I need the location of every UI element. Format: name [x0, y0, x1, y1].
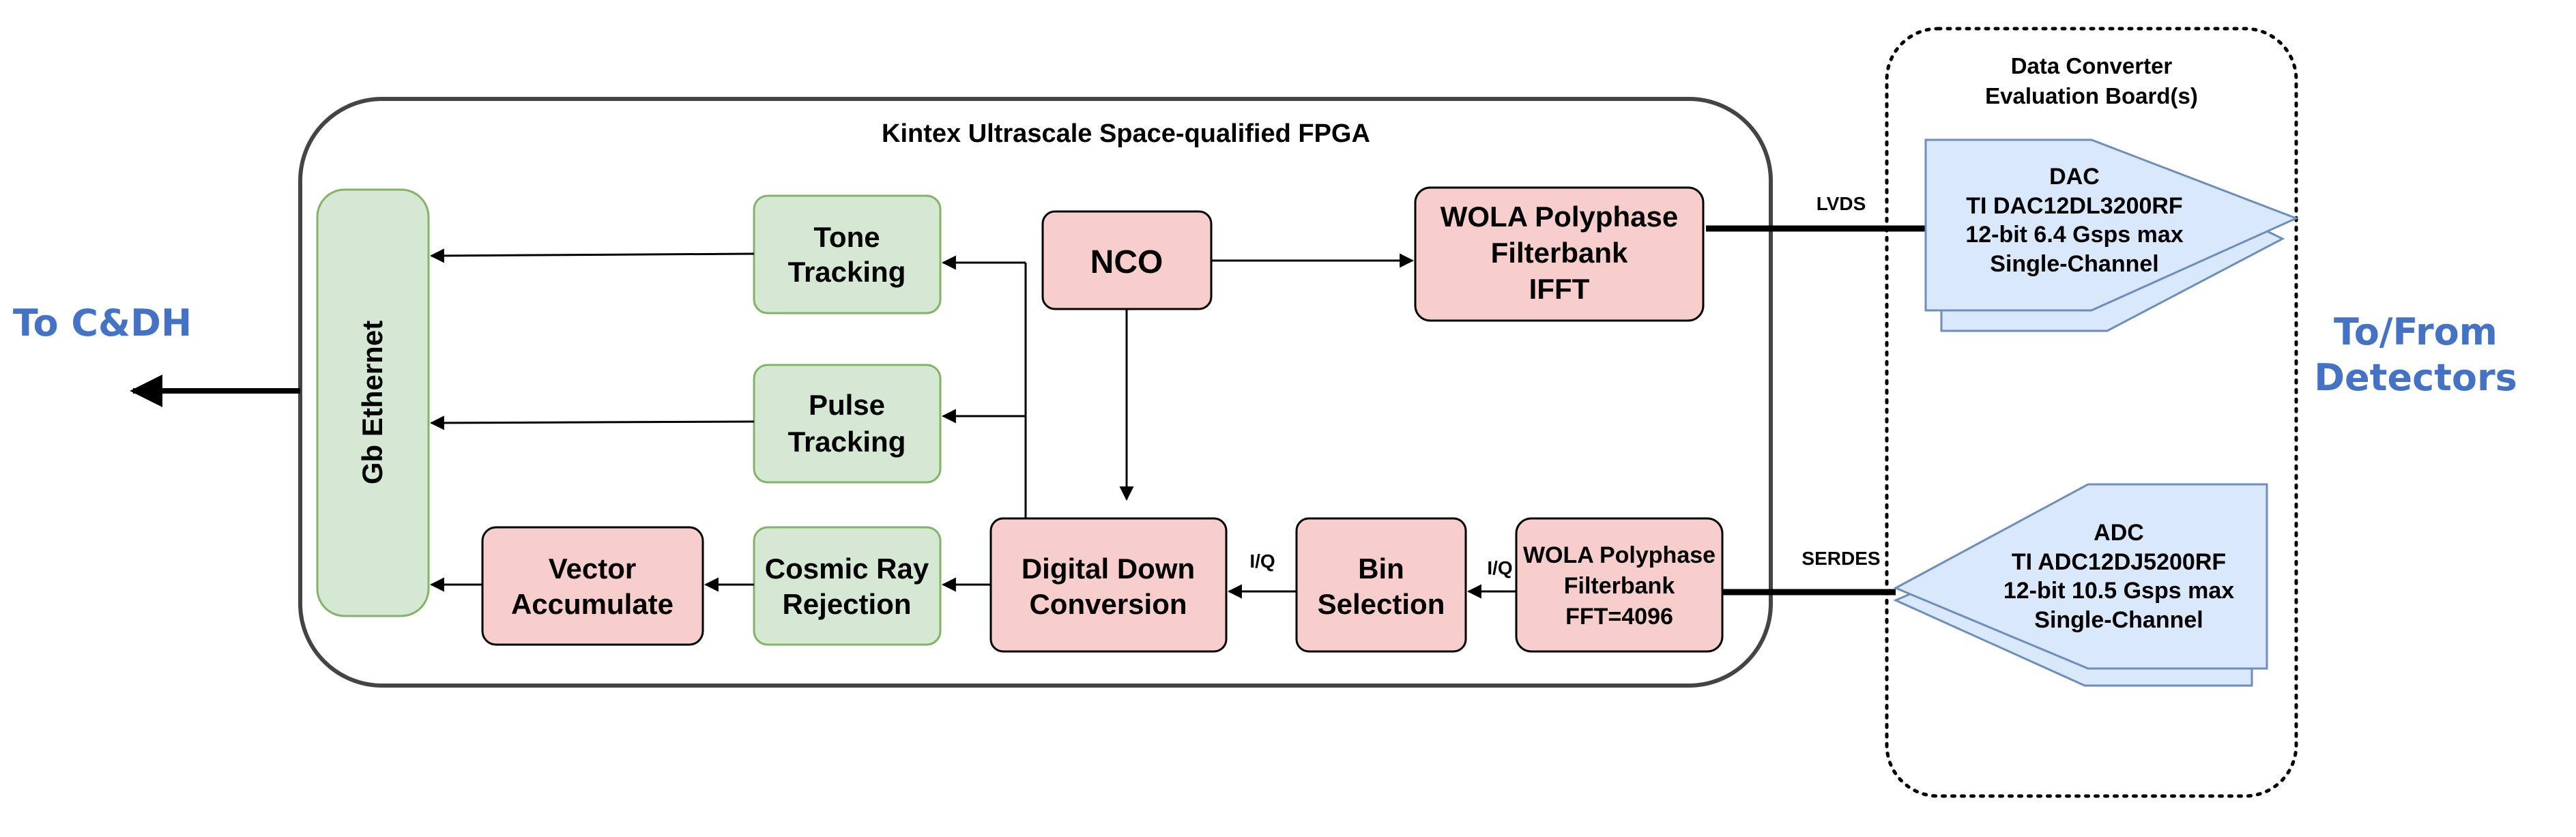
vector-accumulate-line2: Accumulate — [511, 588, 674, 620]
arrow-pulse-to-ethernet — [429, 415, 755, 430]
wola-ifft-block — [1414, 186, 1705, 322]
vector-accumulate-block — [481, 526, 704, 646]
ddc-line2: Conversion — [1029, 588, 1187, 620]
adc-line3: 12-bit 10.5 Gsps max — [2003, 578, 2234, 604]
iq-label-bin: I/Q — [1487, 557, 1512, 578]
adc-line4: Single-Channel — [2034, 607, 2203, 633]
dac-line3: 12-bit 6.4 Gsps max — [1965, 222, 2183, 248]
adc-line1: ADC — [2094, 520, 2144, 546]
bin-selection-line1: Bin — [1358, 553, 1404, 585]
iq-label-ddc: I/Q — [1249, 550, 1275, 572]
wola-ifft-line3: IFFT — [1529, 273, 1590, 305]
wola-fft-line3: FFT=4096 — [1565, 604, 1673, 630]
lvds-label: LVDS — [1817, 193, 1866, 214]
dcb-title-line1: Data Converter — [2011, 53, 2173, 78]
wola-ifft-line2: Filterbank — [1491, 237, 1628, 269]
wola-fft-block — [1515, 517, 1724, 653]
ddc-block — [989, 517, 1228, 653]
vector-accumulate-line1: Vector — [549, 553, 636, 585]
cosmic-ray-rejection-block — [753, 526, 942, 646]
serdes-label: SERDES — [1801, 548, 1880, 569]
dac-shape-front — [1924, 138, 2299, 312]
cosmic-ray-rejection-line1: Cosmic Ray — [765, 553, 929, 585]
dcb-container — [1885, 27, 2298, 798]
cosmic-ray-rejection-line2: Rejection — [782, 588, 911, 620]
tone-tracking-line1: Tone — [813, 221, 880, 253]
dac-line4: Single-Channel — [1990, 251, 2158, 277]
adc-line2: TI ADC12DJ5200RF — [2012, 549, 2226, 575]
ddc-line1: Digital Down — [1022, 553, 1195, 585]
dac-line2: TI DAC12DL3200RF — [1966, 193, 2182, 219]
wola-ifft-line1: WOLA Polyphase — [1441, 201, 1679, 233]
gb-ethernet-block — [316, 188, 430, 617]
dac-line1: DAC — [2049, 164, 2100, 190]
fpga-title: Kintex Ultrascale Space-qualified FPGA — [882, 119, 1370, 148]
arrow-tone-to-ethernet — [429, 248, 755, 263]
tone-tracking-line2: Tracking — [788, 256, 906, 288]
to-cdh-label: To C&DH — [13, 302, 192, 344]
wola-fft-line1: WOLA Polyphase — [1523, 542, 1716, 568]
to-from-label-line1: To/From — [2334, 310, 2498, 353]
dcb-title-line2: Evaluation Board(s) — [1985, 83, 2198, 108]
pulse-tracking-block — [753, 364, 942, 484]
gb-ethernet-label: Gb Ethernet — [356, 321, 388, 484]
bin-selection-line2: Selection — [1318, 588, 1445, 620]
adc-shape-front — [1893, 483, 2268, 670]
pulse-tracking-line2: Tracking — [788, 426, 906, 458]
to-from-label-line2: Detectors — [2314, 356, 2517, 399]
pulse-tracking-line1: Pulse — [809, 389, 885, 421]
nco-label: NCO — [1090, 244, 1163, 280]
bin-selection-block — [1295, 517, 1467, 653]
wola-fft-line2: Filterbank — [1564, 573, 1675, 599]
tone-tracking-block — [753, 194, 942, 314]
